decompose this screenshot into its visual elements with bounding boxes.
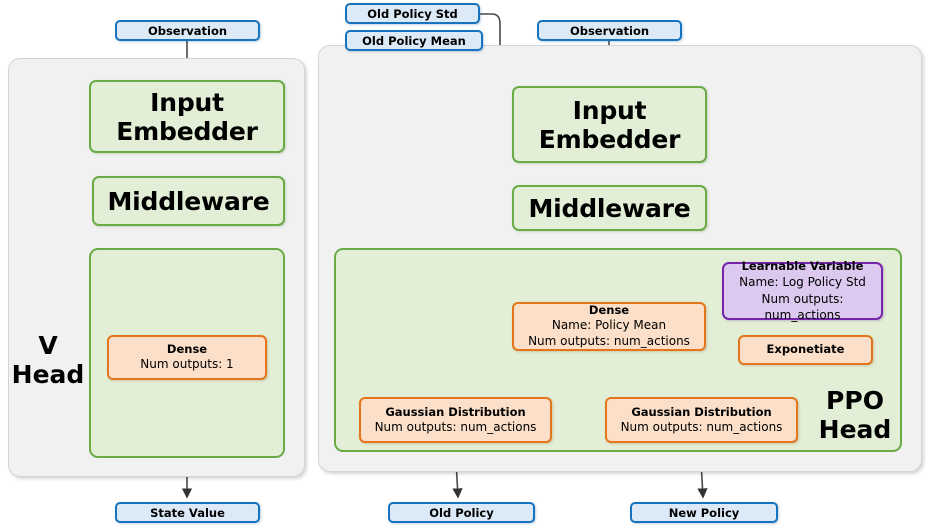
ppo-head-dense-title: Dense bbox=[588, 303, 630, 318]
input-old-policy-std-label: Old Policy Std bbox=[367, 6, 458, 21]
v-head-input-embedder[interactable]: Input Embedder bbox=[89, 80, 285, 153]
ppo-head-input-embedder[interactable]: Input Embedder bbox=[512, 86, 707, 163]
learnable-variable-title: Learnable Variable bbox=[741, 258, 864, 273]
gaussian-old-title: Gaussian Distribution bbox=[385, 404, 526, 419]
ppo-head-dense-name: Name: Policy Mean bbox=[551, 318, 667, 333]
output-new-policy[interactable]: New Policy bbox=[630, 502, 778, 523]
ppo-head-dense-num-outputs: Num outputs: num_actions bbox=[528, 334, 690, 349]
ppo-head-gaussian-new[interactable]: Gaussian Distribution Num outputs: num_a… bbox=[605, 397, 798, 443]
learnable-variable-num-outputs: Num outputs: num_actions bbox=[761, 291, 844, 322]
v-head-input-embedder-label: Input Embedder bbox=[116, 87, 258, 146]
v-head-dense-title: Dense bbox=[166, 342, 208, 356]
ppo-head-dense-policy-mean[interactable]: Dense Name: Policy Mean Num outputs: num… bbox=[512, 302, 706, 351]
input-old-policy-std[interactable]: Old Policy Std bbox=[345, 3, 480, 24]
ppo-head-label-line1: PPO bbox=[826, 386, 884, 415]
gaussian-new-title: Gaussian Distribution bbox=[631, 404, 772, 419]
ppo-head-label: PPO Head bbox=[812, 386, 898, 445]
ppo-head-learnable-variable[interactable]: Learnable Variable Name: Log Policy Std … bbox=[722, 258, 883, 322]
learnable-variable-name: Name: Log Policy Std bbox=[739, 275, 866, 290]
v-head-dense[interactable]: Dense Num outputs: 1 bbox=[107, 335, 267, 380]
v-head-label-line2: Head bbox=[11, 359, 85, 389]
ppo-head-input-embedder-label: Input Embedder bbox=[538, 95, 681, 154]
input-observation-left-label: Observation bbox=[147, 23, 228, 38]
v-head-dense-num-outputs: Num outputs: 1 bbox=[140, 357, 234, 372]
gaussian-old-num-outputs: Num outputs: num_actions bbox=[374, 419, 537, 434]
ppo-head-gaussian-old[interactable]: Gaussian Distribution Num outputs: num_a… bbox=[359, 397, 552, 443]
input-old-policy-mean[interactable]: Old Policy Mean bbox=[345, 30, 483, 51]
gaussian-new-num-outputs: Num outputs: num_actions bbox=[620, 419, 783, 434]
output-state-value[interactable]: State Value bbox=[115, 502, 260, 523]
output-old-policy[interactable]: Old Policy bbox=[388, 502, 535, 523]
ppo-head-middleware[interactable]: Middleware bbox=[512, 185, 707, 231]
ppo-head-middleware-label: Middleware bbox=[528, 193, 691, 223]
output-old-policy-label: Old Policy bbox=[429, 505, 494, 520]
ppo-head-label-line2: Head bbox=[818, 414, 892, 444]
v-head-label-line1: V bbox=[38, 331, 58, 360]
v-head-middleware[interactable]: Middleware bbox=[92, 176, 285, 226]
v-head-label: V Head bbox=[10, 331, 86, 390]
exponetiate-title: Exponetiate bbox=[766, 342, 845, 357]
v-head-middleware-label: Middleware bbox=[107, 186, 270, 216]
input-observation-left[interactable]: Observation bbox=[115, 20, 260, 41]
input-old-policy-mean-label: Old Policy Mean bbox=[362, 33, 466, 48]
output-new-policy-label: New Policy bbox=[668, 505, 740, 520]
input-observation-right-label: Observation bbox=[569, 23, 650, 38]
ppo-head-exponetiate[interactable]: Exponetiate bbox=[738, 335, 873, 365]
input-observation-right[interactable]: Observation bbox=[537, 20, 682, 41]
output-state-value-label: State Value bbox=[150, 505, 225, 520]
